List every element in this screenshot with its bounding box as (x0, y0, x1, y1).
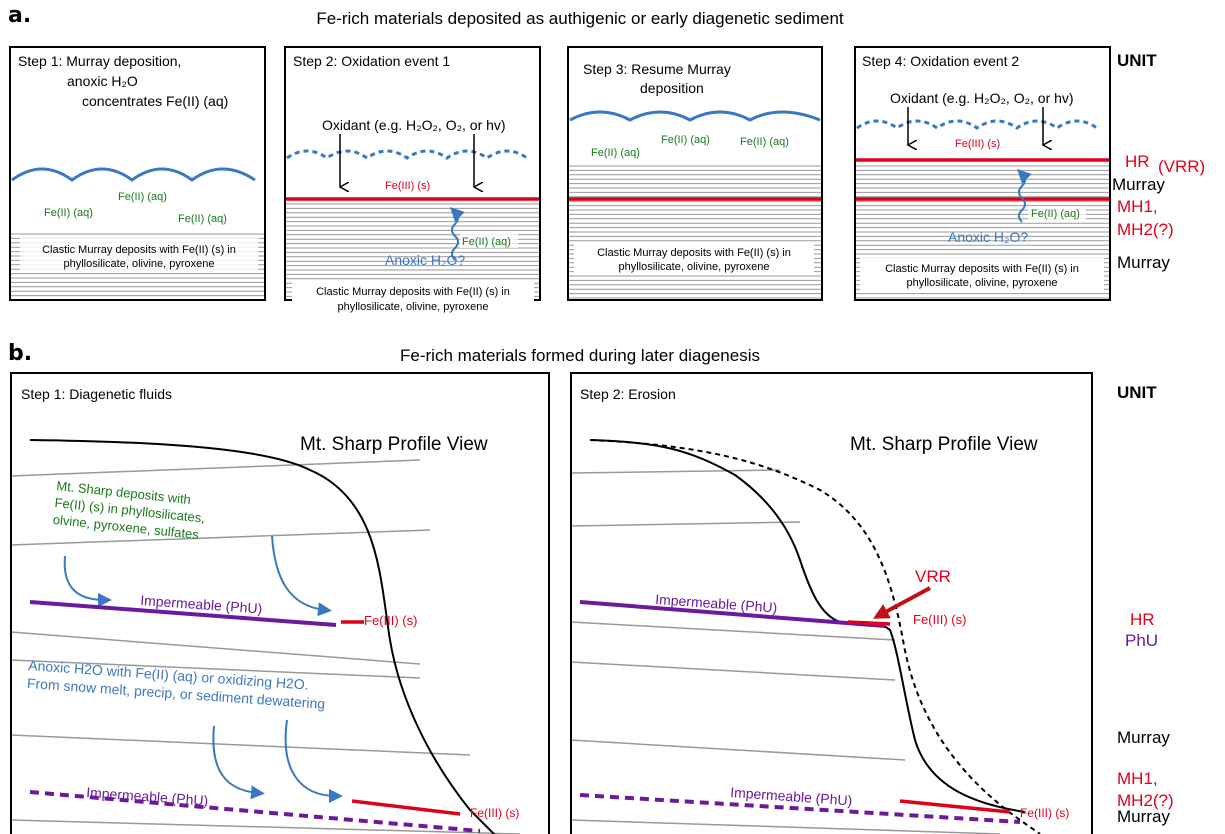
step2-upwelling-arrow (450, 207, 465, 261)
panel-a-label: a. (8, 3, 31, 28)
b2-impermeable-layer (579, 600, 886, 628)
step3-fe2-c: Fe(II) (aq) (591, 147, 640, 159)
b2-vrr-label: VRR (915, 567, 951, 586)
b2-title: Step 2: Erosion (580, 386, 676, 402)
b1-mt-sharp-profile (29, 439, 496, 834)
step3-water-surface (569, 110, 821, 122)
b1-fe3-label: Fe(III) (s) (364, 613, 417, 628)
b1-impermeable-label-2: Impermeable (PhU) (86, 784, 209, 808)
b1-fe3-layer-2 (351, 799, 461, 816)
step2-fe3: Fe(III) (s) (385, 180, 430, 192)
panel-b-label: b. (8, 341, 32, 366)
unit-a-mh2: MH2(?) (1117, 220, 1174, 239)
step3-fe2-a: Fe(II) (aq) (661, 134, 710, 146)
b2-fe3-layer (847, 620, 891, 626)
b1-fluid-arrow-3 (212, 725, 265, 800)
panel-a-unit-header: UNIT (1117, 51, 1157, 70)
step4-deposit-1: Clastic Murray deposits with Fe(II) (s) … (885, 263, 1079, 275)
b2-box (570, 372, 1093, 834)
b2-strata (571, 469, 1001, 834)
step1-box (9, 46, 266, 301)
step4-upwelling-arrow (1017, 169, 1032, 223)
step3-fe2-b: Fe(II) (aq) (740, 136, 789, 148)
unit-b-phu: PhU (1125, 631, 1158, 650)
step4-anoxic: Anoxic H₂O? (948, 229, 1028, 245)
step2-deposit-1: Clastic Murray deposits with Fe(II) (s) … (316, 286, 510, 298)
b1-deposits-label: Mt. Sharp deposits with Fe(II) (s) in ph… (52, 478, 206, 542)
step1-title-3: concentrates Fe(II) (aq) (82, 93, 228, 109)
step2-oxidant: Oxidant (e.g. H₂O₂, O₂, or hv) (322, 117, 506, 133)
step3-strata (568, 165, 822, 299)
b1-fe3-label-2: Fe(III) (s) (470, 806, 519, 820)
b1-box (10, 372, 550, 834)
b1-fluid-arrow-1 (63, 555, 112, 607)
unit-a-mh1: MH1, (1117, 197, 1158, 216)
step3-title-1: Step 3: Resume Murray (583, 61, 731, 77)
unit-b-hr: HR (1130, 610, 1155, 629)
step1-title-1: Step 1: Murray deposition, (18, 53, 181, 69)
step4-water-surface (856, 119, 1098, 130)
step2-fe2: Fe(II) (aq) (462, 236, 511, 248)
step2-water-surface (286, 149, 528, 160)
b1-impermeable-layer (29, 600, 337, 627)
step2-anoxic: Anoxic H₂O? (385, 252, 465, 268)
step1-deposit-2: phyllosilicate, olivine, pyroxene (63, 258, 214, 270)
b1-profile-title: Mt. Sharp Profile View (300, 434, 488, 455)
unit-a-vrr: (VRR) (1158, 157, 1205, 176)
step2-deposit-2: phyllosilicate, olivine, pyroxene (337, 301, 488, 313)
step4-fe2: Fe(II) (aq) (1031, 208, 1080, 220)
step2-fe2-bg (460, 234, 518, 248)
unit-a-hr: HR (1125, 152, 1150, 171)
unit-b-mh1: MH1, (1117, 769, 1158, 788)
b2-original-profile (589, 439, 1041, 834)
panel-b-unit-header: UNIT (1117, 383, 1157, 402)
b2-impermeable-layer-2 (579, 793, 1021, 824)
b2-profile-title: Mt. Sharp Profile View (850, 434, 1038, 455)
step1-water-surface (11, 167, 256, 182)
panel-a-title: Fe-rich materials deposited as authigeni… (316, 9, 844, 28)
step1-fe2-b: Fe(II) (aq) (44, 207, 93, 219)
step4-box (854, 46, 1111, 301)
b2-fe3-label: Fe(III) (s) (913, 612, 966, 627)
b1-title: Step 1: Diagenetic fluids (21, 386, 172, 402)
step1-deposit-1: Clastic Murray deposits with Fe(II) (s) … (42, 244, 236, 256)
step4-fe2-bg (1028, 206, 1086, 220)
b2-vrr-arrow (872, 586, 931, 619)
unit-b-mh2: MH2(?) (1117, 791, 1174, 810)
step4-oxidant: Oxidant (e.g. H₂O₂, O₂, or hv) (890, 90, 1074, 106)
panel-b-title: Fe-rich materials formed during later di… (400, 346, 760, 365)
b1-anoxic-label: Anoxic H2O with Fe(II) (aq) or oxidizing… (27, 657, 326, 712)
step1-fe2-a: Fe(II) (aq) (118, 191, 167, 203)
b2-fe3-label-2: Fe(III) (s) (1020, 806, 1069, 820)
step4-deposit-bg (860, 258, 1104, 290)
step2-deposit-bg (292, 282, 534, 314)
unit-b-murray-2: Murray (1117, 807, 1170, 826)
step1-title-2: anoxic H₂O (67, 73, 138, 89)
b2-fe3-layer-2 (899, 799, 1011, 814)
b1-impermeable-layer-2 (29, 790, 481, 833)
step1-deposit-bg (20, 238, 258, 272)
unit-b-murray-1: Murray (1117, 728, 1170, 747)
step3-deposit-2: phyllosilicate, olivine, pyroxene (618, 261, 769, 273)
step4-title: Step 4: Oxidation event 2 (862, 53, 1019, 69)
b1-strata (11, 459, 521, 834)
step3-deposit-bg (574, 242, 814, 274)
step2-title: Step 2: Oxidation event 1 (293, 53, 450, 69)
step4-fe3: Fe(III) (s) (955, 138, 1000, 150)
unit-a-murray-2: Murray (1117, 253, 1170, 272)
step3-title-2: deposition (640, 80, 704, 96)
step4-deposit-2: phyllosilicate, olivine, pyroxene (906, 277, 1057, 289)
step3-deposit-1: Clastic Murray deposits with Fe(II) (s) … (597, 247, 791, 259)
step1-fe2-c: Fe(II) (aq) (178, 213, 227, 225)
b1-fluid-arrow-4 (284, 719, 343, 803)
unit-a-murray-1: Murray (1112, 175, 1165, 194)
step3-box (567, 46, 823, 301)
b1-fluid-arrow-2 (271, 535, 332, 617)
